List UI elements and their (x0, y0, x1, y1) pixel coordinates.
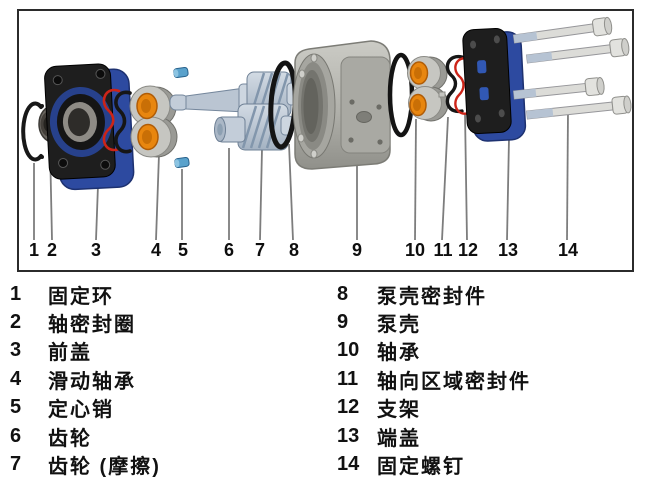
legend-column-right: 8 泵壳密封件 9 泵壳 10 轴承 11 轴向区域密封件 12 支架 13 端盖 14 固定螺钉 (337, 280, 642, 479)
legend-row-1: 1 固定环 (10, 280, 310, 308)
legend-number: 14 (337, 453, 360, 476)
legend-label: 定心销 (48, 399, 114, 422)
legend-label: 泵壳 (377, 314, 421, 337)
front-axial-seal-red (102, 88, 121, 152)
bearing-part (407, 56, 449, 122)
legend-label: 泵壳密封件 (377, 285, 487, 308)
legend-number: 9 (337, 311, 349, 334)
exploded-view-svg (21, 16, 632, 241)
legend-label: 前盖 (48, 342, 92, 365)
legend-row-14: 14 固定螺钉 (337, 450, 642, 478)
legend-label: 滑动轴承 (48, 370, 136, 393)
legend-label: 固定环 (48, 285, 114, 308)
legend-row-11: 11 轴向区域密封件 (337, 365, 642, 393)
fixing-screws-part (512, 16, 632, 120)
callout-number-6: 6 (223, 240, 235, 260)
legend-number: 12 (337, 396, 360, 419)
legend-number: 5 (10, 396, 22, 419)
legend-number: 1 (10, 282, 22, 305)
legend-label: 轴承 (377, 342, 421, 365)
callout-number-3: 3 (90, 240, 102, 260)
legend-label: 端盖 (377, 427, 421, 450)
legend-column-left: 1 固定环 2 轴密封圈 3 前盖 4 滑动轴承 5 定心销 6 齿轮 7 齿轮 (摩擦) (10, 280, 310, 479)
legend-label: 轴密封圈 (48, 314, 136, 337)
legend-row-4: 4 滑动轴承 (10, 365, 310, 393)
legend-row-6: 6 齿轮 (10, 422, 310, 450)
legend-label: 固定螺钉 (377, 456, 465, 479)
callout-number-10: 10 (404, 240, 426, 260)
callout-number-11: 11 (433, 240, 453, 260)
legend-number: 3 (10, 339, 22, 362)
legend-label: 支架 (377, 399, 421, 422)
axial-area-seal-part (445, 54, 464, 114)
legend-row-10: 10 轴承 (337, 337, 642, 365)
legend-number: 7 (10, 453, 22, 476)
legend-label: 齿轮 (48, 427, 92, 450)
end-cover-part (462, 27, 527, 142)
legend-number: 4 (10, 367, 22, 390)
legend-label: 齿轮 (摩擦) (48, 456, 161, 479)
legend-row-8: 8 泵壳密封件 (337, 280, 642, 308)
legend-number: 13 (337, 424, 360, 447)
retaining-ring-part (21, 101, 44, 162)
callout-number-5: 5 (177, 240, 189, 260)
bracket-part (454, 57, 471, 115)
leader-lines (33, 110, 569, 241)
legend-number: 11 (337, 367, 359, 390)
sliding-bearing-part (129, 85, 178, 158)
centering-pin-bottom (174, 156, 190, 169)
callout-number-14: 14 (557, 240, 579, 260)
callout-number-13: 13 (497, 240, 519, 260)
legend-row-13: 13 端盖 (337, 422, 642, 450)
legend-row-3: 3 前盖 (10, 337, 310, 365)
callout-number-7: 7 (254, 240, 266, 260)
legend-row-12: 12 支架 (337, 394, 642, 422)
callout-number-4: 4 (150, 240, 162, 260)
legend-number: 10 (337, 339, 360, 362)
callout-number-8: 8 (288, 240, 300, 260)
callout-number-2: 2 (46, 240, 58, 260)
legend-number: 6 (10, 424, 22, 447)
front-cover-part (44, 63, 135, 191)
callout-number-9: 9 (351, 240, 363, 260)
front-axial-seal-black (114, 90, 132, 154)
callout-number-12: 12 (457, 240, 479, 260)
legend-label: 轴向区域密封件 (377, 370, 531, 393)
legend-row-2: 2 轴密封圈 (10, 308, 310, 336)
centering-pin-top (173, 66, 189, 79)
legend-row-5: 5 定心销 (10, 394, 310, 422)
legend-number: 2 (10, 311, 22, 334)
callout-number-1: 1 (28, 240, 40, 260)
pump-housing-part (292, 40, 391, 170)
legend-row-9: 9 泵壳 (337, 308, 642, 336)
legend-row-7: 7 齿轮 (摩擦) (10, 450, 310, 478)
legend-number: 8 (337, 282, 349, 305)
